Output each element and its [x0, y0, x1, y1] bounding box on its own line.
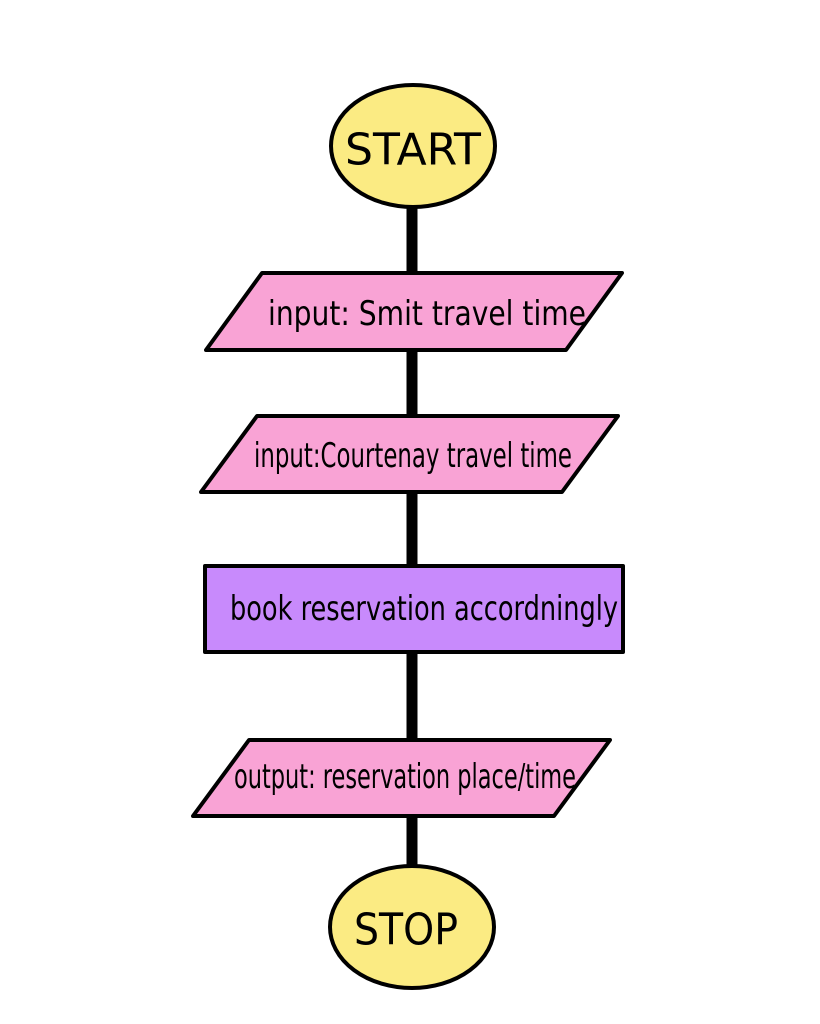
book-reservation-node: book reservation accordningly — [203, 564, 625, 654]
stop-node: STOP — [328, 864, 496, 990]
input-smit-label: input: Smit travel time — [268, 294, 586, 334]
stop-oval — [328, 864, 496, 990]
input-courtenay-parallelogram — [199, 414, 620, 494]
output-parallelogram — [191, 738, 612, 818]
input-courtenay-label: input:Courtenay travel time — [254, 436, 572, 476]
output-node: output: reservation place/time — [191, 738, 612, 818]
book-reservation-rect — [203, 564, 625, 654]
output-label: output: reservation place/time — [234, 757, 576, 797]
book-reservation-label: book reservation accordningly — [230, 589, 618, 629]
input-courtenay-node: input:Courtenay travel time — [199, 414, 620, 494]
start-oval — [329, 83, 497, 209]
input-smit-node: input: Smit travel time — [204, 271, 624, 352]
start-node: START — [329, 83, 497, 209]
start-label: START — [345, 125, 481, 176]
stop-label: STOP — [354, 905, 458, 956]
input-smit-parallelogram — [204, 271, 624, 352]
